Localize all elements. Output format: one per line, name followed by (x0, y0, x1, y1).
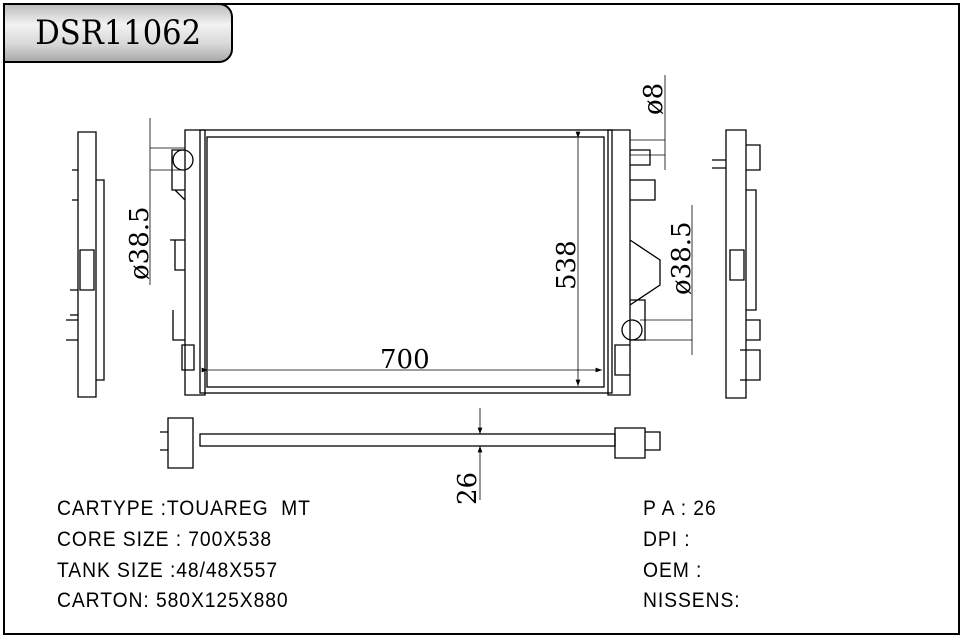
spec-cartype: CARTYPE :TOUAREG MT (57, 497, 311, 520)
right-side-view (712, 129, 761, 399)
inlet-diameter-label: ø8 (639, 83, 669, 115)
spec-tank-size: TANK SIZE :48/48X557 (57, 559, 279, 582)
bottom-view (160, 408, 661, 500)
left-side-view (66, 131, 105, 398)
right-pipe-diameter-label: ø38.5 (667, 221, 697, 295)
left-pipe-diameter-label: ø38.5 (125, 206, 155, 280)
drawing-frame (3, 3, 960, 635)
spec-nissens: NISSENS: (643, 589, 741, 612)
part-number: DSR11062 (35, 13, 201, 53)
spec-carton: CARTON: 580X125X880 (57, 589, 289, 612)
front-view (149, 75, 693, 396)
core-width-label: 700 (380, 345, 430, 375)
core-height-label: 538 (552, 240, 582, 290)
part-number-tab: DSR11062 (3, 3, 233, 63)
spec-pa: P A : 26 (643, 497, 717, 520)
spec-oem: OEM : (643, 559, 703, 582)
spec-core-size: CORE SIZE : 700X538 (57, 528, 273, 551)
spec-dpi: DPI : (643, 528, 691, 551)
core-thickness-label: 26 (453, 472, 483, 505)
